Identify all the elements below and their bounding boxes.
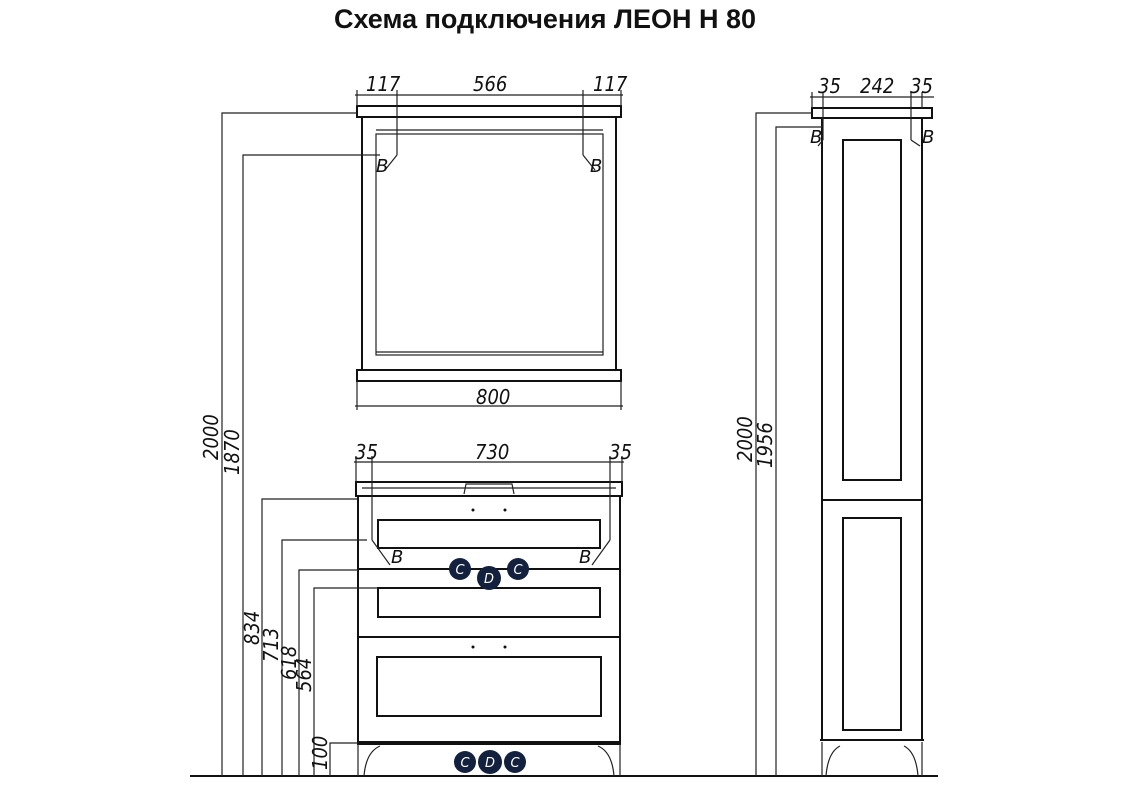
height-834: 834 — [240, 611, 264, 645]
svg-text:C: C — [455, 563, 465, 578]
vanity-mount-b-left: B — [391, 547, 403, 568]
connection-c-upper-left: C — [449, 558, 471, 580]
height-618: 618 — [277, 646, 301, 680]
cabinet-height-2000: 2000 — [733, 416, 757, 462]
cabinet-mount-b-left: B — [810, 127, 822, 148]
svg-text:C: C — [510, 756, 520, 771]
vanity-dim-left: 35 — [355, 440, 378, 464]
connection-c-upper-right: C — [507, 558, 529, 580]
svg-text:D: D — [484, 572, 494, 587]
mirror-mount-b-right: B — [590, 156, 602, 177]
cabinet-dim-right: 35 — [910, 74, 933, 98]
mirror-dim-left: 117 — [366, 72, 401, 96]
vanity-dim-center: 730 — [475, 440, 509, 464]
mirror-width: 800 — [476, 385, 510, 409]
connection-c-lower-right: C — [504, 751, 526, 773]
svg-text:D: D — [485, 756, 495, 771]
mirror-dim-center: 566 — [473, 72, 507, 96]
connection-c-lower-left: C — [454, 751, 476, 773]
vanity-mount-b-right: B — [579, 547, 591, 568]
diagram-title: Схема подключения ЛЕОН Н 80 — [333, 4, 757, 34]
height-100: 100 — [308, 736, 332, 770]
cabinet-mount-b-right: B — [922, 127, 934, 148]
tall-cabinet — [755, 92, 934, 777]
svg-text:C: C — [513, 563, 523, 578]
vanity-dim-right: 35 — [609, 440, 632, 464]
vanity — [354, 456, 624, 777]
cabinet-dim-left: 35 — [818, 74, 841, 98]
mirror-mount-b-left: B — [376, 156, 388, 177]
connection-d-upper: D — [477, 566, 501, 590]
cabinet-dim-center: 242 — [860, 74, 894, 98]
mirror — [355, 90, 623, 410]
height-1870: 1870 — [220, 429, 244, 475]
mirror-dim-right: 117 — [593, 72, 628, 96]
height-713: 713 — [259, 628, 283, 662]
svg-text:C: C — [460, 756, 470, 771]
height-2000: 2000 — [199, 414, 223, 460]
cabinet-height-1956: 1956 — [753, 422, 777, 468]
left-height-lines — [221, 112, 380, 776]
height-564: 564 — [292, 658, 316, 692]
connection-d-lower: D — [478, 750, 502, 774]
